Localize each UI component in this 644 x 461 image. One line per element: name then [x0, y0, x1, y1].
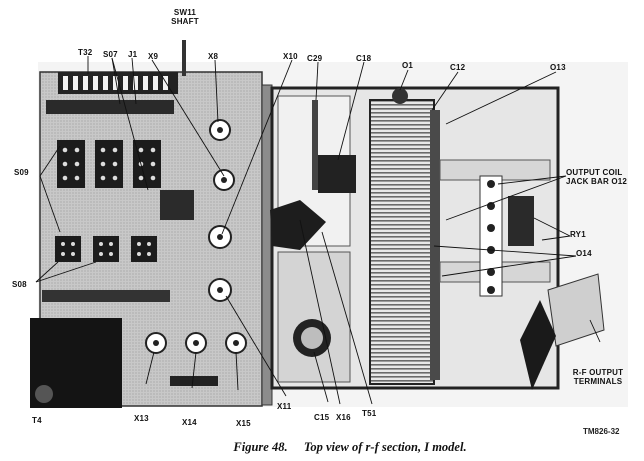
label-o1: O1 [402, 61, 414, 70]
label-x16: X16 [336, 413, 351, 422]
sw11-shaft [182, 40, 186, 76]
label-s07: S07 [103, 50, 118, 59]
label-rf-output-line2: TERMINALS [573, 377, 623, 386]
label-shaft: SHAFT [171, 17, 199, 26]
label-x14: X14 [182, 418, 197, 427]
figure-caption: Figure 48. Top view of r-f section, I mo… [150, 440, 550, 455]
label-t4: T4 [32, 416, 42, 425]
label-t32: T32 [78, 48, 93, 57]
ry1-relay [508, 196, 534, 246]
reference-code: TM826-32 [583, 427, 620, 436]
label-c18: C18 [356, 54, 372, 63]
label-rf-output: R-F OUTPUT TERMINALS [566, 368, 630, 386]
label-x13: X13 [134, 414, 149, 423]
label-rf-output-line1: R-F OUTPUT [572, 368, 624, 377]
label-sw11: SW11 [173, 8, 197, 17]
label-output-coil-line2: JACK BAR O12 [566, 177, 628, 186]
label-s08: S08 [12, 280, 27, 289]
label-output-coil: OUTPUT COIL JACK BAR O12 [566, 168, 627, 186]
label-o13: O13 [550, 63, 566, 72]
bracket-strip [46, 100, 174, 114]
s08-jack-blocks [55, 236, 157, 262]
label-ry1: RY1 [570, 230, 586, 239]
label-c15: C15 [314, 413, 330, 422]
o1-knob [392, 88, 408, 104]
terminal-row [170, 376, 218, 386]
label-t51: T51 [362, 409, 377, 418]
tank-coil [369, 99, 435, 385]
label-output-coil-line1: OUTPUT COIL [566, 168, 623, 177]
x10-assembly [270, 200, 326, 250]
s09-jack-blocks [57, 140, 161, 188]
label-x8: X8 [208, 52, 219, 61]
label-x10: X10 [283, 52, 298, 61]
jack-bar-o12 [479, 175, 503, 297]
c29-rod [312, 100, 318, 190]
c18-bracket [318, 155, 356, 193]
label-x15: X15 [236, 419, 251, 428]
lower-bracket-strip [42, 290, 170, 302]
rf-output-terminals [547, 273, 605, 347]
label-c29: C29 [307, 54, 323, 63]
label-c12: C12 [450, 63, 466, 72]
label-o14: O14 [576, 249, 592, 258]
caption-text: Top view of r-f section, I model. [303, 440, 467, 454]
label-sw11-shaft: SW11 SHAFT [170, 8, 200, 26]
caption-number: Figure 48. [233, 440, 288, 454]
label-x11: X11 [277, 402, 292, 411]
label-s09: S09 [14, 168, 29, 177]
switch-block [160, 190, 194, 220]
label-x9: X9 [148, 52, 159, 61]
label-j1: J1 [128, 50, 138, 59]
